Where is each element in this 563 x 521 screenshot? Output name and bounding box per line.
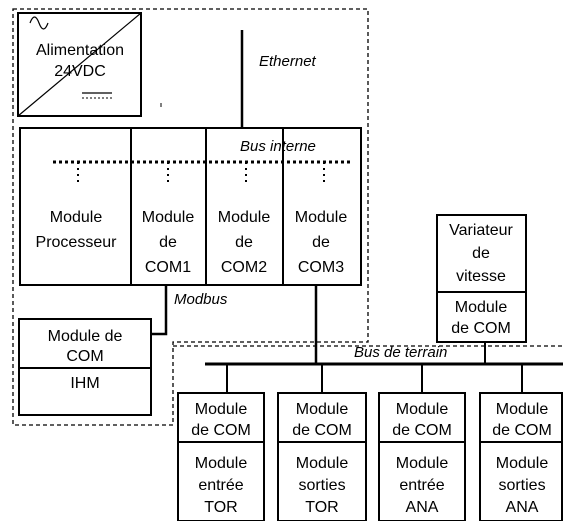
power-supply-module: Alimentation 24VDC bbox=[17, 12, 142, 117]
io1-com-line1: Module bbox=[195, 401, 248, 418]
ac-dc-converter-icon bbox=[29, 16, 112, 99]
com1-label-line1: Module bbox=[142, 209, 195, 226]
io2-com-line2: de COM bbox=[292, 422, 352, 439]
hmi-com-label-line1: Module de bbox=[48, 328, 123, 345]
io3-line2: entrée bbox=[399, 477, 444, 494]
ethernet-label: Ethernet bbox=[259, 53, 317, 70]
io1-line1: Module bbox=[195, 455, 248, 472]
hmi-label: IHM bbox=[70, 375, 99, 392]
drive-com-label-line1: Module bbox=[455, 299, 508, 316]
io1-line3: TOR bbox=[204, 499, 237, 516]
modbus-label: Modbus bbox=[174, 291, 228, 308]
power-label-line2: 24VDC bbox=[54, 63, 106, 80]
io-module-sorties-ana bbox=[479, 392, 563, 521]
plc-rack bbox=[19, 127, 362, 286]
io3-com-line2: de COM bbox=[392, 422, 452, 439]
bus-terrain-label: Bus de terrain bbox=[354, 344, 447, 361]
com1-label-line2: de bbox=[159, 234, 177, 251]
io2-line2: sorties bbox=[298, 477, 345, 494]
io1-line2: entrée bbox=[198, 477, 243, 494]
io-module-sorties-tor bbox=[277, 392, 367, 521]
io4-line1: Module bbox=[496, 455, 549, 472]
io-module-entree-ana bbox=[378, 392, 466, 521]
io4-line3: ANA bbox=[506, 499, 539, 516]
speed-drive bbox=[436, 214, 527, 343]
modbus-line bbox=[151, 285, 168, 336]
io2-line3: TOR bbox=[305, 499, 338, 516]
io1-com-line2: de COM bbox=[191, 422, 251, 439]
com2-label-line3: COM2 bbox=[221, 259, 267, 276]
drive-label-line1: Variateur bbox=[449, 222, 513, 239]
io-module-entree-tor bbox=[177, 392, 265, 521]
com3-label-line3: COM3 bbox=[298, 259, 344, 276]
drive-com-label-line2: de COM bbox=[451, 320, 511, 337]
hmi-module bbox=[18, 318, 152, 416]
io3-line3: ANA bbox=[406, 499, 439, 516]
internal-bus bbox=[53, 160, 351, 182]
processor-label-line1: Module bbox=[50, 209, 103, 226]
io3-com-line1: Module bbox=[396, 401, 449, 418]
processor-label-line2: Processeur bbox=[36, 234, 118, 251]
bus-interne-label: Bus interne bbox=[240, 138, 316, 155]
com2-label-line1: Module bbox=[218, 209, 271, 226]
com1-label-line3: COM1 bbox=[145, 259, 191, 276]
com3-label-line1: Module bbox=[295, 209, 348, 226]
io4-com-line2: de COM bbox=[492, 422, 552, 439]
drive-label-line3: vitesse bbox=[456, 268, 506, 285]
drive-label-line2: de bbox=[472, 245, 490, 262]
com3-label-line2: de bbox=[312, 234, 330, 251]
com2-label-line2: de bbox=[235, 234, 253, 251]
io3-line1: Module bbox=[396, 455, 449, 472]
power-label-line1: Alimentation bbox=[36, 42, 124, 59]
hmi-com-label-line2: COM bbox=[66, 348, 103, 365]
io4-line2: sorties bbox=[498, 477, 545, 494]
io2-com-line1: Module bbox=[296, 401, 349, 418]
plc-enclosure-dashed bbox=[12, 8, 369, 426]
io2-line1: Module bbox=[296, 455, 349, 472]
io4-com-line1: Module bbox=[496, 401, 549, 418]
